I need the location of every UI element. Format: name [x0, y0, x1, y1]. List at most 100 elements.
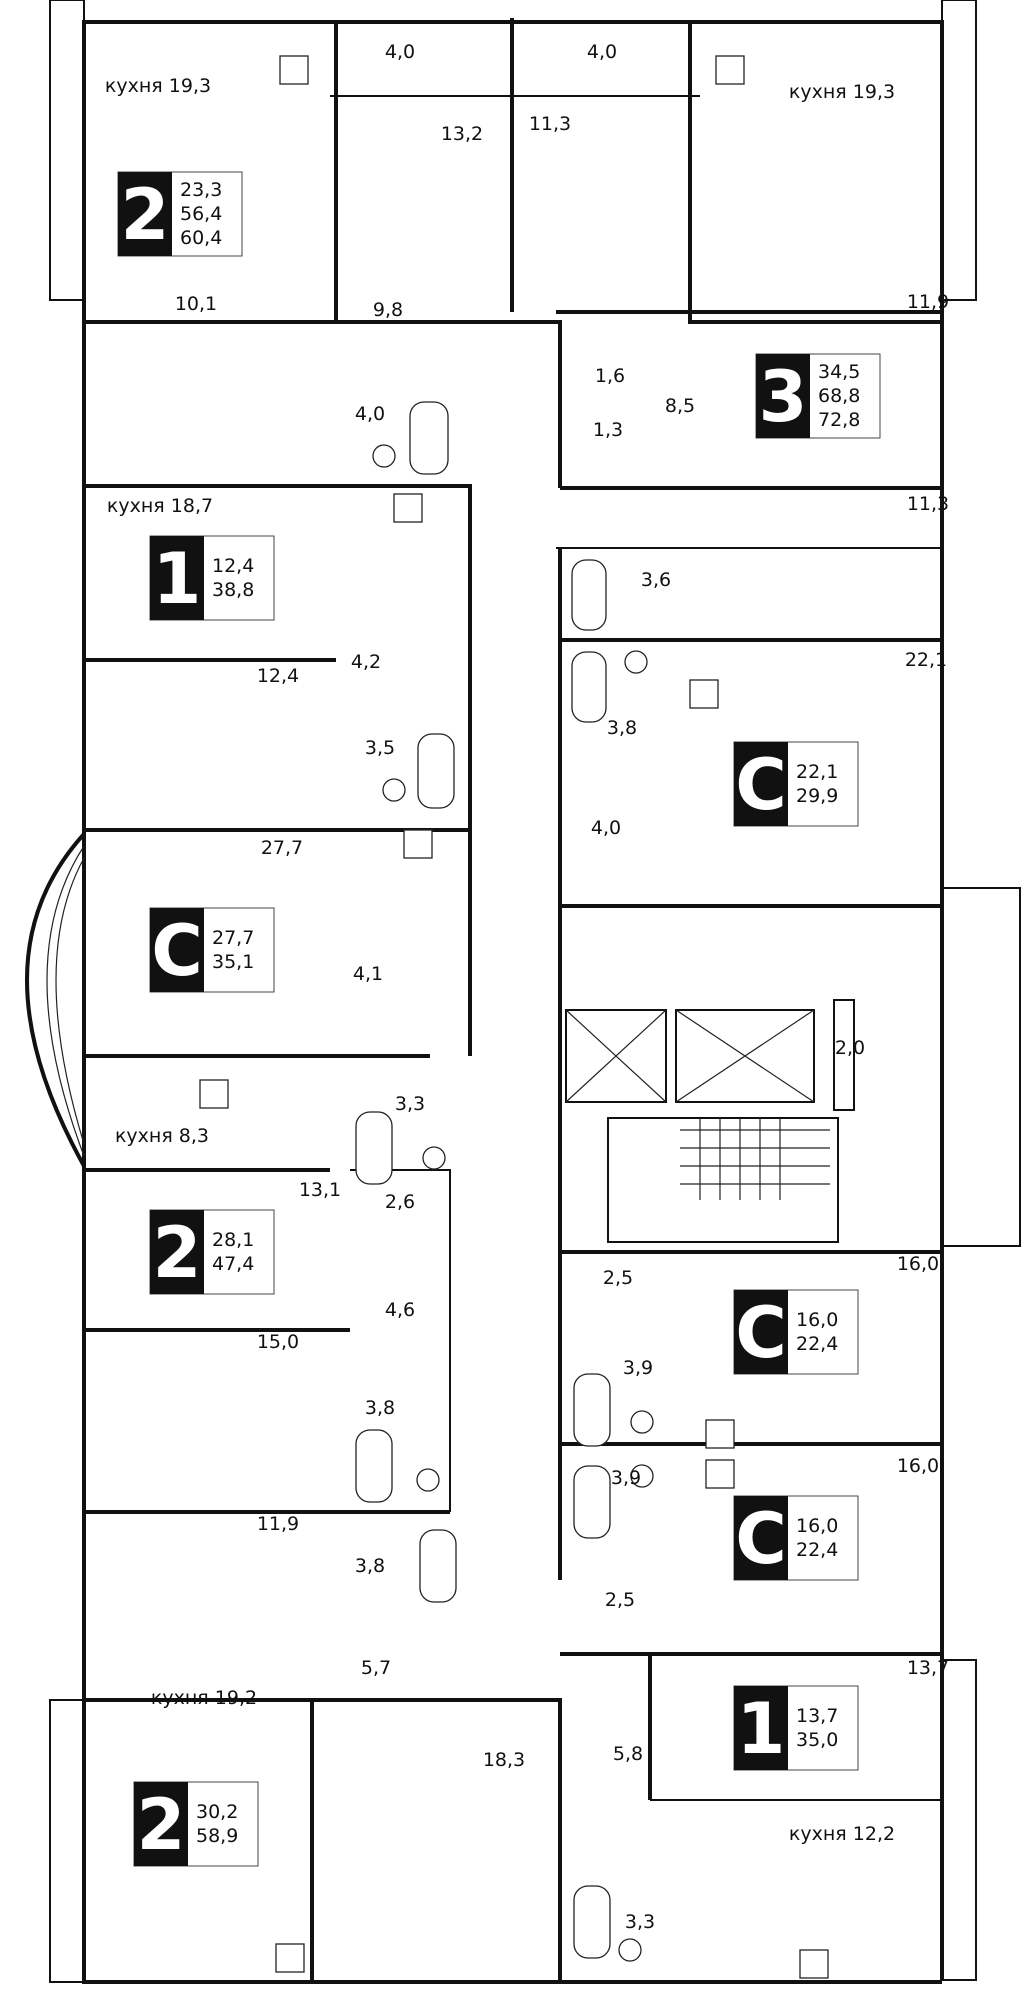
- badge-block: [118, 172, 172, 256]
- room-area-label: 5,8: [613, 1743, 643, 1765]
- apartment-area-value: 60,4: [180, 227, 222, 249]
- room-area-label: 16,0: [897, 1253, 939, 1275]
- room-area-label: 4,0: [385, 41, 415, 63]
- room-count-symbol: 2: [153, 1212, 202, 1294]
- room-area-label: 3,8: [365, 1397, 395, 1419]
- room-area-label: 16,0: [897, 1455, 939, 1477]
- apartment-area-value: 27,7: [212, 927, 254, 949]
- apartment-area-value: 22,4: [796, 1333, 838, 1355]
- room-count-symbol: С: [735, 744, 786, 826]
- room-area-label: 11,9: [907, 291, 949, 313]
- apartment-badge: 1 13,735,0: [733, 1685, 859, 1771]
- room-count-symbol: С: [735, 1498, 786, 1580]
- apartment-area-value: 35,1: [212, 951, 254, 973]
- apartment-area-value: 35,0: [796, 1729, 838, 1751]
- apartment-badge: С 27,735,1: [149, 907, 275, 993]
- room-area-label: 4,6: [385, 1299, 415, 1321]
- room-count-symbol: 1: [153, 538, 202, 620]
- apartment-area-value: 68,8: [818, 385, 860, 407]
- room-count-symbol: 1: [737, 1688, 786, 1770]
- room-area-label: 2,6: [385, 1191, 415, 1213]
- apartment-area-value: 58,9: [196, 1825, 238, 1847]
- room-area-label: 22,1: [905, 649, 947, 671]
- room-count-symbol: С: [151, 910, 202, 992]
- room-area-label: 15,0: [257, 1331, 299, 1353]
- room-area-label: 12,4: [257, 665, 299, 687]
- room-area-label: 3,6: [641, 569, 671, 591]
- apartment-badge: 1 12,438,8: [149, 535, 275, 621]
- room-area-label: 3,3: [395, 1093, 425, 1115]
- apartment-area-value: 22,1: [796, 761, 838, 783]
- room-area-label: 8,5: [665, 395, 695, 417]
- apartment-area-value: 16,0: [796, 1515, 838, 1537]
- room-count-symbol: 3: [759, 356, 808, 438]
- apartment-badge: 2 30,258,9: [133, 1781, 259, 1867]
- room-area-label: 1,3: [593, 419, 623, 441]
- room-area-label: 27,7: [261, 837, 303, 859]
- badge-block: [150, 1210, 204, 1294]
- room-area-label: 2,0: [835, 1037, 865, 1059]
- apartment-area-value: 13,7: [796, 1705, 838, 1727]
- room-area-label: кухня 12,2: [789, 1823, 895, 1845]
- room-area-label: 3,8: [607, 717, 637, 739]
- apartment-badge: С 16,022,4: [733, 1289, 859, 1375]
- room-count-symbol: С: [735, 1292, 786, 1374]
- room-area-label: 3,9: [623, 1357, 653, 1379]
- room-area-label: кухня 19,2: [151, 1687, 257, 1709]
- fixtures: [199, 55, 829, 1979]
- room-count-symbol: 2: [121, 174, 170, 256]
- apartment-area-value: 16,0: [796, 1309, 838, 1331]
- room-area-label: кухня 8,3: [115, 1125, 209, 1147]
- room-area-label: 11,9: [257, 1513, 299, 1535]
- badge-block: [734, 1496, 788, 1580]
- room-count-symbol: 2: [137, 1784, 186, 1866]
- room-area-label: 5,7: [361, 1657, 391, 1679]
- room-area-label: 2,5: [603, 1267, 633, 1289]
- apartment-area-value: 47,4: [212, 1253, 254, 1275]
- apartment-badge: С 16,022,4: [733, 1495, 859, 1581]
- room-area-label: 11,3: [907, 493, 949, 515]
- walls: [25, 0, 1021, 1984]
- apartment-area-value: 22,4: [796, 1539, 838, 1561]
- badge-block: [150, 908, 204, 992]
- room-area-label: 2,5: [605, 1589, 635, 1611]
- badge-block: [150, 536, 204, 620]
- room-area-label: 9,8: [373, 299, 403, 321]
- apartment-area-value: 28,1: [212, 1229, 254, 1251]
- room-area-label: кухня 18,7: [107, 495, 213, 517]
- room-area-label: 3,5: [365, 737, 395, 759]
- room-area-label: 3,3: [625, 1911, 655, 1933]
- apartment-area-value: 23,3: [180, 179, 222, 201]
- room-area-label: кухня 19,3: [105, 75, 211, 97]
- room-area-label: 3,9: [611, 1467, 641, 1489]
- room-area-label: 10,1: [175, 293, 217, 315]
- apartment-area-value: 30,2: [196, 1801, 238, 1823]
- room-area-label: 13,7: [907, 1657, 949, 1679]
- apartment-badge: 3 34,568,872,8: [755, 353, 881, 439]
- badge-block: [734, 742, 788, 826]
- badge-block: [756, 354, 810, 438]
- room-area-label: 4,0: [591, 817, 621, 839]
- apartment-area-value: 34,5: [818, 361, 860, 383]
- apartment-area-value: 12,4: [212, 555, 254, 577]
- apartment-area-value: 38,8: [212, 579, 254, 601]
- room-area-label: 13,1: [299, 1179, 341, 1201]
- room-area-label: 3,8: [355, 1555, 385, 1577]
- apartment-badge: 2 28,147,4: [149, 1209, 275, 1295]
- room-area-label: 4,0: [355, 403, 385, 425]
- apartment-area-value: 29,9: [796, 785, 838, 807]
- room-area-label: 4,0: [587, 41, 617, 63]
- apartment-area-value: 72,8: [818, 409, 860, 431]
- badge-block: [734, 1686, 788, 1770]
- badge-block: [134, 1782, 188, 1866]
- room-area-label: кухня 19,3: [789, 81, 895, 103]
- room-area-label: 13,2: [441, 123, 483, 145]
- apartment-badge: С 22,129,9: [733, 741, 859, 827]
- room-area-label: 4,2: [351, 651, 381, 673]
- room-area-label: 18,3: [483, 1749, 525, 1771]
- badge-block: [734, 1290, 788, 1374]
